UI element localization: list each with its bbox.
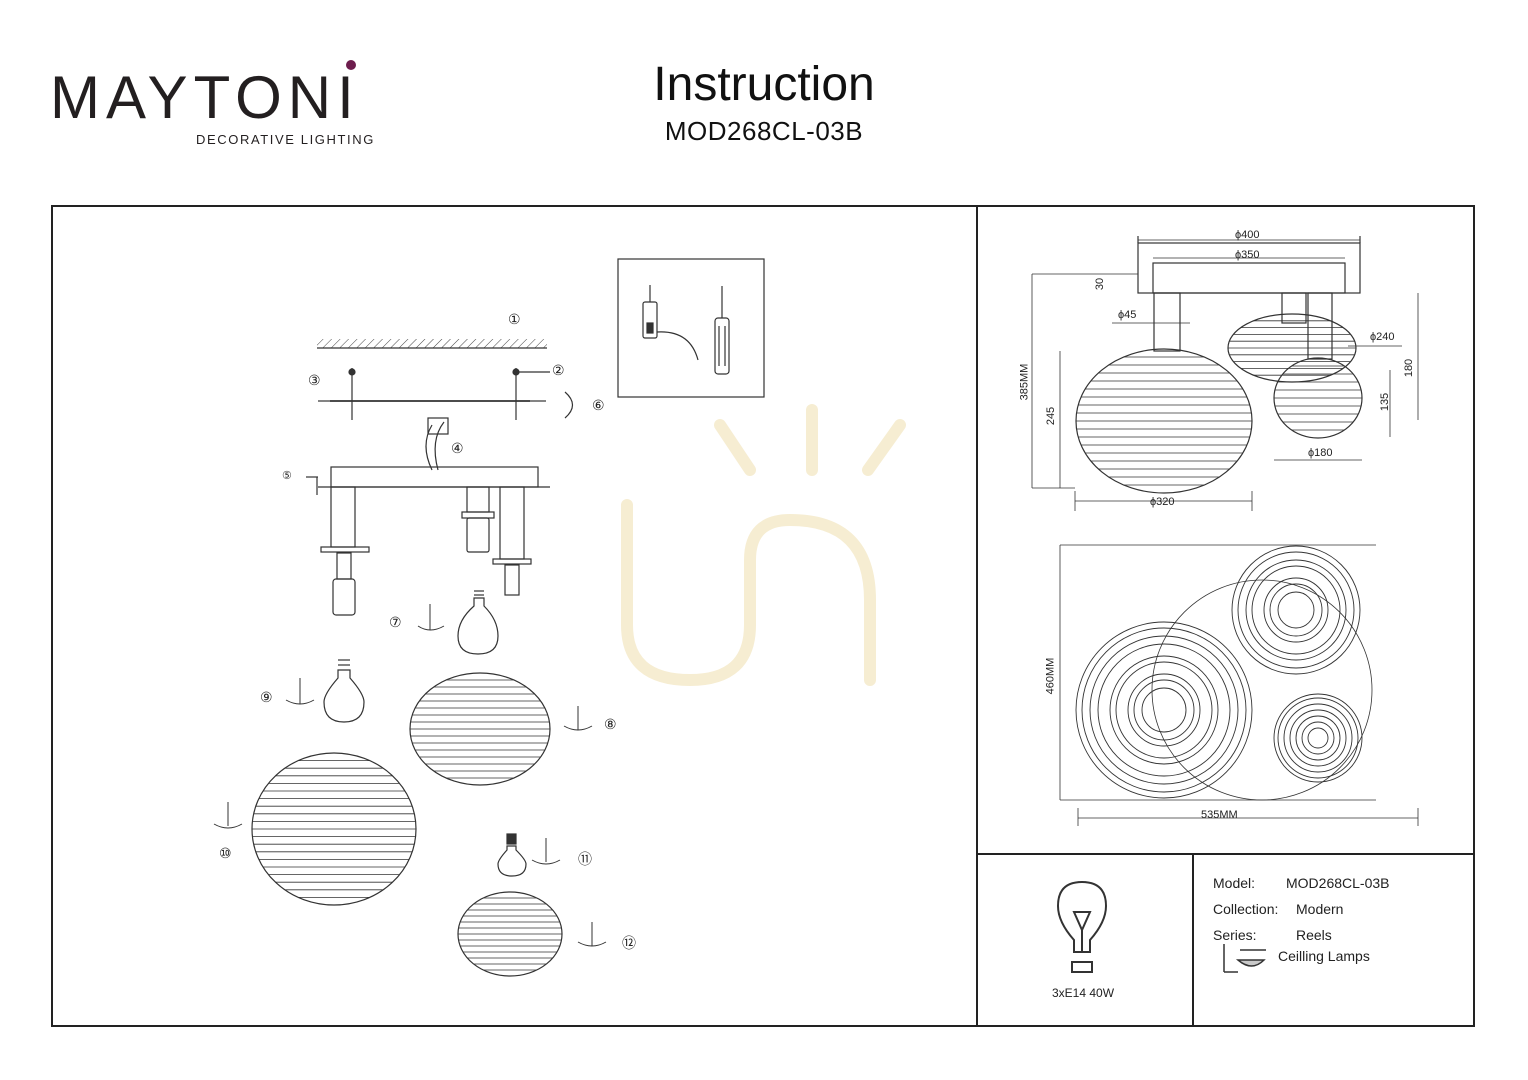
- step-9: ⑨: [260, 689, 273, 705]
- logo-wordmark: MAYTONI: [50, 64, 360, 131]
- dim-d180: ϕ180: [1308, 447, 1333, 459]
- page-title: Instruction: [653, 58, 875, 111]
- power-rating: 3xE14 40W: [1052, 986, 1115, 1000]
- brand-logo: MAYTONI DECORATIVE LIGHTING: [50, 60, 373, 152]
- ceiling-lamp-icon: [1223, 944, 1266, 973]
- side-globe-small: [1273, 357, 1363, 439]
- frame-divider-horizontal: [976, 853, 1475, 855]
- side-globe-large: [1075, 348, 1253, 494]
- shade-step-12: [457, 891, 563, 977]
- screwdriver-icon: [714, 286, 730, 375]
- step-12: ⑫: [622, 935, 636, 951]
- shade-step-10: [251, 752, 417, 906]
- dim-h245: 245: [1045, 406, 1058, 426]
- step-4: ④: [451, 440, 464, 456]
- shade-step-8: [409, 672, 551, 786]
- step-3: ③: [308, 372, 321, 388]
- drill-icon: [642, 285, 699, 361]
- step-2: ②: [552, 362, 565, 378]
- step-7: ⑦: [389, 614, 402, 630]
- spec-type-value: Ceilling Lamps: [1278, 948, 1370, 964]
- dim-h460: 460MM: [1044, 657, 1057, 695]
- spec-collection-label: Collection:: [1213, 901, 1279, 917]
- step-5: ⑤: [282, 470, 292, 482]
- instruction-frame: [51, 205, 1475, 1027]
- logo-tagline: DECORATIVE LIGHTING: [196, 132, 375, 147]
- dim-h180: 180: [1403, 358, 1416, 378]
- spec-model-label: Model:: [1213, 875, 1256, 891]
- step-6: ⑥: [592, 397, 605, 413]
- step-8: ⑧: [604, 716, 617, 732]
- dim-h135: 135: [1379, 392, 1392, 412]
- rotation-arrows: [213, 604, 607, 947]
- spec-series-label: Series:: [1213, 927, 1257, 943]
- side-globe-medium: [1227, 313, 1357, 383]
- model-code: MOD268CL-03B: [664, 116, 864, 146]
- step-1: ①: [508, 311, 521, 327]
- tools-box: [617, 258, 765, 398]
- bulb-step-9: [323, 659, 365, 723]
- spec-model-value: MOD268CL-03B: [1286, 875, 1390, 891]
- dim-h30: 30: [1094, 277, 1107, 291]
- frame-divider-vertical: [976, 205, 978, 1027]
- frame-divider-spec: [1192, 853, 1194, 1027]
- ribbed-shades: [251, 672, 563, 977]
- top-ring-large: [1075, 621, 1253, 799]
- spec-series-value: Reels: [1296, 927, 1332, 943]
- side-elevation: [1031, 236, 1419, 511]
- dim-d240: ϕ240: [1370, 331, 1395, 343]
- dim-d45: ϕ45: [1118, 309, 1137, 321]
- step-10: ⑩: [219, 845, 232, 861]
- top-ring-small: [1273, 693, 1363, 783]
- dim-d320: ϕ320: [1150, 496, 1175, 508]
- side-globes: [1075, 313, 1363, 494]
- dim-w535: 535MM: [1201, 809, 1238, 821]
- watermark-logo: [621, 404, 906, 687]
- step-11: ⑪: [578, 851, 592, 867]
- dim-h385: 385MM: [1018, 363, 1031, 401]
- top-view: [1059, 544, 1419, 826]
- top-rings: [1075, 545, 1363, 799]
- top-ring-medium: [1231, 545, 1361, 675]
- dim-d350: ϕ350: [1235, 249, 1260, 261]
- logo-accent-dot: [346, 60, 356, 70]
- bulb-spec-icon: [1056, 880, 1108, 973]
- bulb-step-11: [497, 833, 527, 877]
- bulb-step-7: [457, 590, 499, 655]
- spec-collection-value: Modern: [1296, 901, 1344, 917]
- dim-d400: ϕ400: [1235, 229, 1260, 241]
